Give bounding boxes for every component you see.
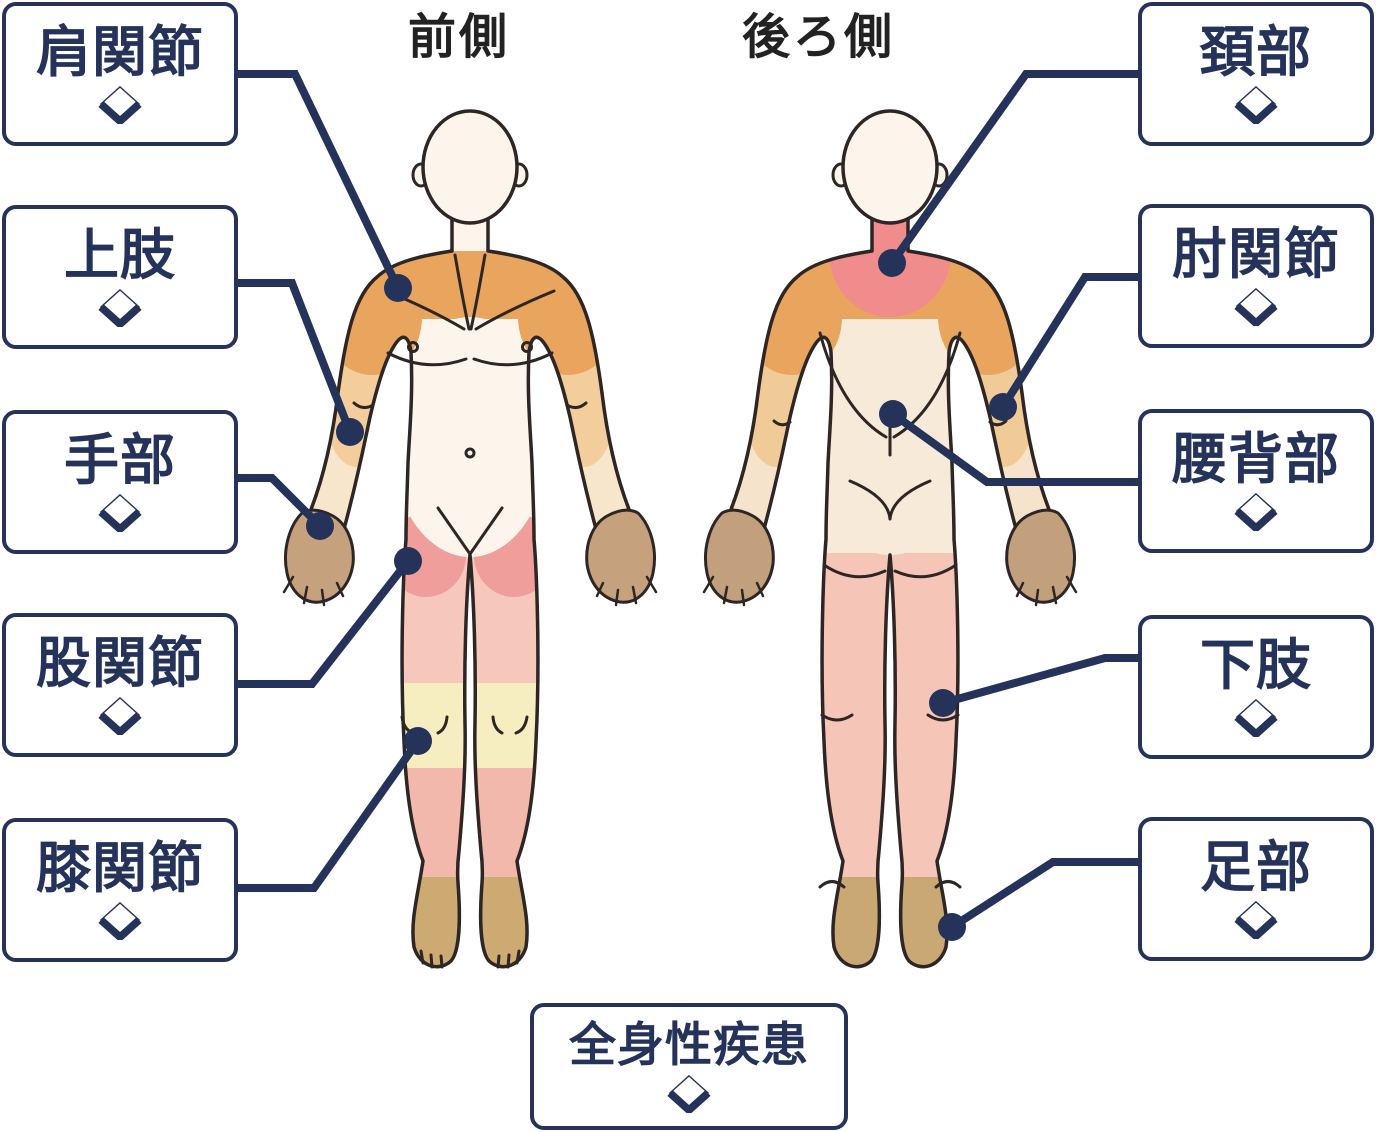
- label-text: 膝関節: [35, 836, 204, 899]
- label-box-elbow-joint[interactable]: 肘関節: [1138, 204, 1374, 348]
- diamond-chevron-icon: [1234, 86, 1278, 125]
- label-text: 股関節: [35, 631, 204, 694]
- diamond-chevron-icon: [1234, 901, 1278, 940]
- label-text: 上肢: [63, 223, 176, 286]
- label-box-upper-limb[interactable]: 上肢: [2, 205, 238, 349]
- back-hand-right: [1005, 508, 1078, 607]
- diamond-chevron-icon: [98, 86, 142, 125]
- label-box-hand[interactable]: 手部: [2, 410, 238, 554]
- label-box-hip-joint[interactable]: 股関節: [2, 613, 238, 757]
- label-box-neck[interactable]: 頚部: [1138, 2, 1374, 146]
- back-hand-left: [702, 508, 775, 607]
- label-text: 下肢: [1199, 633, 1312, 696]
- front-body-figure: [282, 109, 658, 969]
- diamond-chevron-icon: [98, 902, 142, 941]
- back-body-figure: [702, 109, 1078, 969]
- diamond-chevron-icon: [1234, 493, 1278, 532]
- back-foot-highlight: [790, 877, 990, 967]
- label-text: 全身性疾患: [569, 1018, 809, 1072]
- label-text: 腰背部: [1171, 427, 1340, 490]
- front-view-title: 前側: [408, 11, 511, 64]
- label-text: 肘関節: [1171, 222, 1340, 285]
- diamond-chevron-icon: [98, 494, 142, 533]
- back-view-title: 後ろ側: [742, 11, 896, 64]
- label-box-shoulder-joint[interactable]: 肩関節: [2, 2, 238, 146]
- diamond-chevron-icon: [98, 289, 142, 328]
- diamond-chevron-icon: [667, 1074, 711, 1113]
- back-leg-highlight: [790, 553, 990, 877]
- label-text: 足部: [1199, 835, 1312, 898]
- navel: [464, 447, 476, 459]
- label-box-systemic-disease[interactable]: 全身性疾患: [530, 1003, 848, 1130]
- front-shin-highlight: [370, 768, 570, 877]
- front-hand-left: [282, 508, 355, 607]
- label-box-foot[interactable]: 足部: [1138, 817, 1374, 961]
- label-box-knee-joint[interactable]: 膝関節: [2, 818, 238, 962]
- diamond-chevron-icon: [98, 697, 142, 736]
- front-detail-lines: [352, 253, 588, 969]
- label-text: 頚部: [1199, 20, 1312, 83]
- front-foot-highlight: [370, 877, 570, 967]
- label-text: 手部: [63, 428, 176, 491]
- front-hand-right: [585, 508, 658, 607]
- label-text: 肩関節: [35, 20, 204, 83]
- diamond-chevron-icon: [1234, 699, 1278, 738]
- label-box-lower-limb[interactable]: 下肢: [1138, 615, 1374, 759]
- back-head: [841, 109, 939, 225]
- front-head: [421, 109, 519, 225]
- diamond-chevron-icon: [1234, 288, 1278, 327]
- label-box-lower-back[interactable]: 腰背部: [1138, 409, 1374, 553]
- front-knee-highlight: [370, 683, 570, 768]
